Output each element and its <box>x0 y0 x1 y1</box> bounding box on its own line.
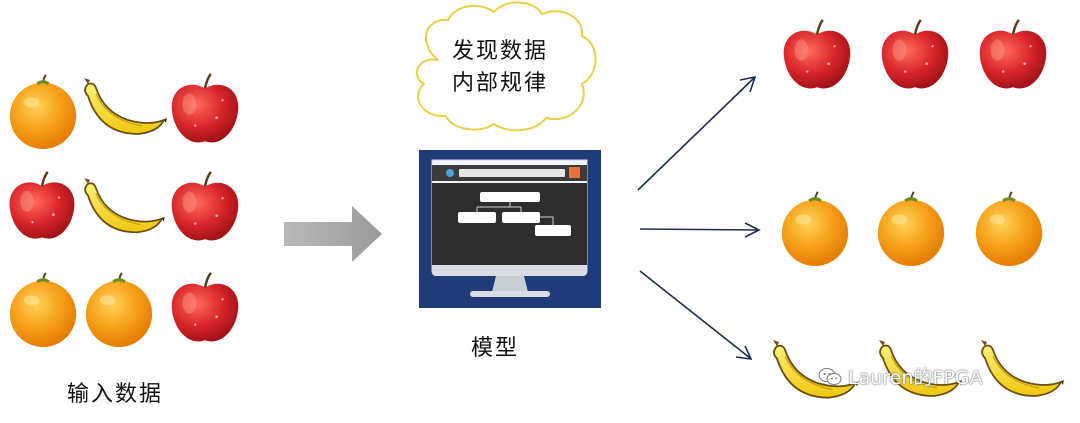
input-orange-r3c2 <box>84 271 154 349</box>
cloud-line-1: 发现数据 <box>451 39 548 64</box>
output-orange-2 <box>876 190 946 268</box>
output-oranges-group <box>780 190 1044 268</box>
input-orange-r3c1 <box>8 271 78 349</box>
input-banana-r2c2 <box>83 177 166 234</box>
watermark: Lauren的FPGA <box>818 363 983 390</box>
output-apple-1 <box>782 18 852 90</box>
arrow-to-apples <box>637 77 755 191</box>
input-orange-r1c1 <box>8 73 78 151</box>
input-apple-r2c1 <box>8 170 76 240</box>
input-fruit-grid <box>8 72 240 349</box>
input-apple-r1c3 <box>170 72 240 144</box>
output-orange-1 <box>780 190 850 268</box>
output-orange-3 <box>974 190 1044 268</box>
output-banana-3 <box>980 339 1065 397</box>
arrow-to-oranges <box>639 228 759 231</box>
watermark-text: Lauren的FPGA <box>848 367 983 389</box>
input-data-label: 输入数据 <box>66 382 163 407</box>
arrow-to-oranges-head <box>744 222 761 238</box>
model-label: 模型 <box>470 336 519 361</box>
model-monitor-icon <box>419 150 601 308</box>
output-apples-group <box>782 18 1048 90</box>
arrow-to-bananas <box>639 270 751 359</box>
input-apple-r2c3 <box>170 170 240 242</box>
cloud-line-2: 内部规律 <box>451 71 548 96</box>
output-arrows <box>637 75 761 360</box>
flow-arrow-icon <box>284 206 382 262</box>
arrow-to-bananas-head <box>735 345 753 360</box>
output-apple-3 <box>978 18 1048 90</box>
cloud-bubble <box>416 1 597 132</box>
arrow-to-apples-head <box>739 75 757 93</box>
input-banana-r1c2 <box>83 77 168 135</box>
output-apple-2 <box>880 18 950 90</box>
wechat-icon <box>818 367 842 385</box>
cloud-text: 发现数据 内部规律 <box>430 36 570 100</box>
input-apple-r3c3 <box>170 271 240 343</box>
